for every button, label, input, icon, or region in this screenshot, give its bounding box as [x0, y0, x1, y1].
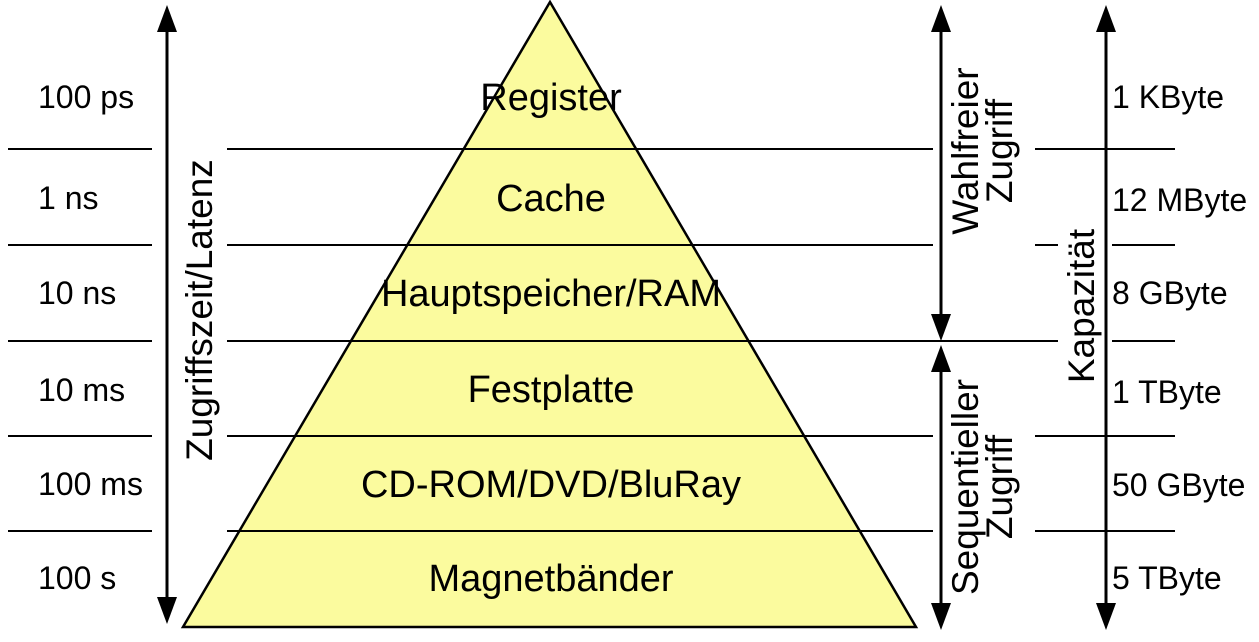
- access-time-register: 100 ps: [38, 79, 134, 115]
- access-time-hdd: 10 ms: [38, 372, 125, 408]
- arrow-head-up-icon: [931, 345, 951, 372]
- level-name-optical: CD-ROM/DVD/BluRay: [361, 464, 741, 506]
- capacity-value-labels: 1 KByte 12 MByte 8 GByte 1 TByte 50 GByt…: [1112, 79, 1247, 596]
- arrow-head-up-icon: [931, 5, 951, 32]
- level-name-hdd: Festplatte: [468, 369, 635, 411]
- arrow-head-down-icon: [931, 603, 951, 630]
- arrow-head-down-icon: [1096, 603, 1116, 630]
- capacity-register: 1 KByte: [1112, 79, 1224, 115]
- latency-axis-arrow: [157, 5, 177, 624]
- level-separator-lines: [8, 148, 1175, 532]
- capacity-cache: 12 MByte: [1112, 182, 1247, 218]
- arrow-head-down-icon: [157, 597, 177, 624]
- level-name-register: Register: [480, 77, 622, 119]
- latency-axis-label: Zugriffszeit/Latenz: [179, 159, 220, 461]
- level-name-cache: Cache: [496, 178, 606, 220]
- random-access-arrow: [931, 5, 951, 341]
- access-time-ram: 10 ns: [38, 275, 116, 311]
- random-access-label-line2: Zugriff: [979, 98, 1020, 203]
- pyramid-shape: [180, 0, 919, 629]
- level-name-ram: Hauptspeicher/RAM: [381, 273, 721, 315]
- pyramid-level-labels: Register Cache Hauptspeicher/RAM Festpla…: [361, 77, 741, 600]
- sequential-access-arrow: [931, 345, 951, 630]
- arrow-head-up-icon: [1096, 5, 1116, 32]
- sequential-access-label-line2: Zugriff: [979, 434, 1020, 539]
- axis-captions: Zugriffszeit/Latenz Wahlfreier Zugriff S…: [179, 67, 1102, 595]
- random-access-label-line1: Wahlfreier: [945, 67, 986, 234]
- capacity-hdd: 1 TByte: [1112, 374, 1222, 410]
- capacity-axis-arrow: [1096, 5, 1116, 630]
- access-time-cache: 1 ns: [38, 180, 98, 216]
- capacity-tape: 5 TByte: [1112, 560, 1222, 596]
- capacity-optical: 50 GByte: [1112, 467, 1245, 503]
- access-time-tape: 100 s: [38, 560, 116, 596]
- arrow-head-down-icon: [931, 314, 951, 341]
- arrow-head-up-icon: [157, 5, 177, 32]
- sequential-access-label-line1: Sequentieller: [945, 379, 986, 595]
- capacity-ram: 8 GByte: [1112, 275, 1228, 311]
- level-name-tape: Magnetbänder: [428, 558, 673, 600]
- access-time-optical: 100 ms: [38, 466, 143, 502]
- capacity-axis-label: Kapazität: [1061, 228, 1102, 383]
- access-time-labels: 100 ps 1 ns 10 ns 10 ms 100 ms 100 s: [38, 79, 143, 596]
